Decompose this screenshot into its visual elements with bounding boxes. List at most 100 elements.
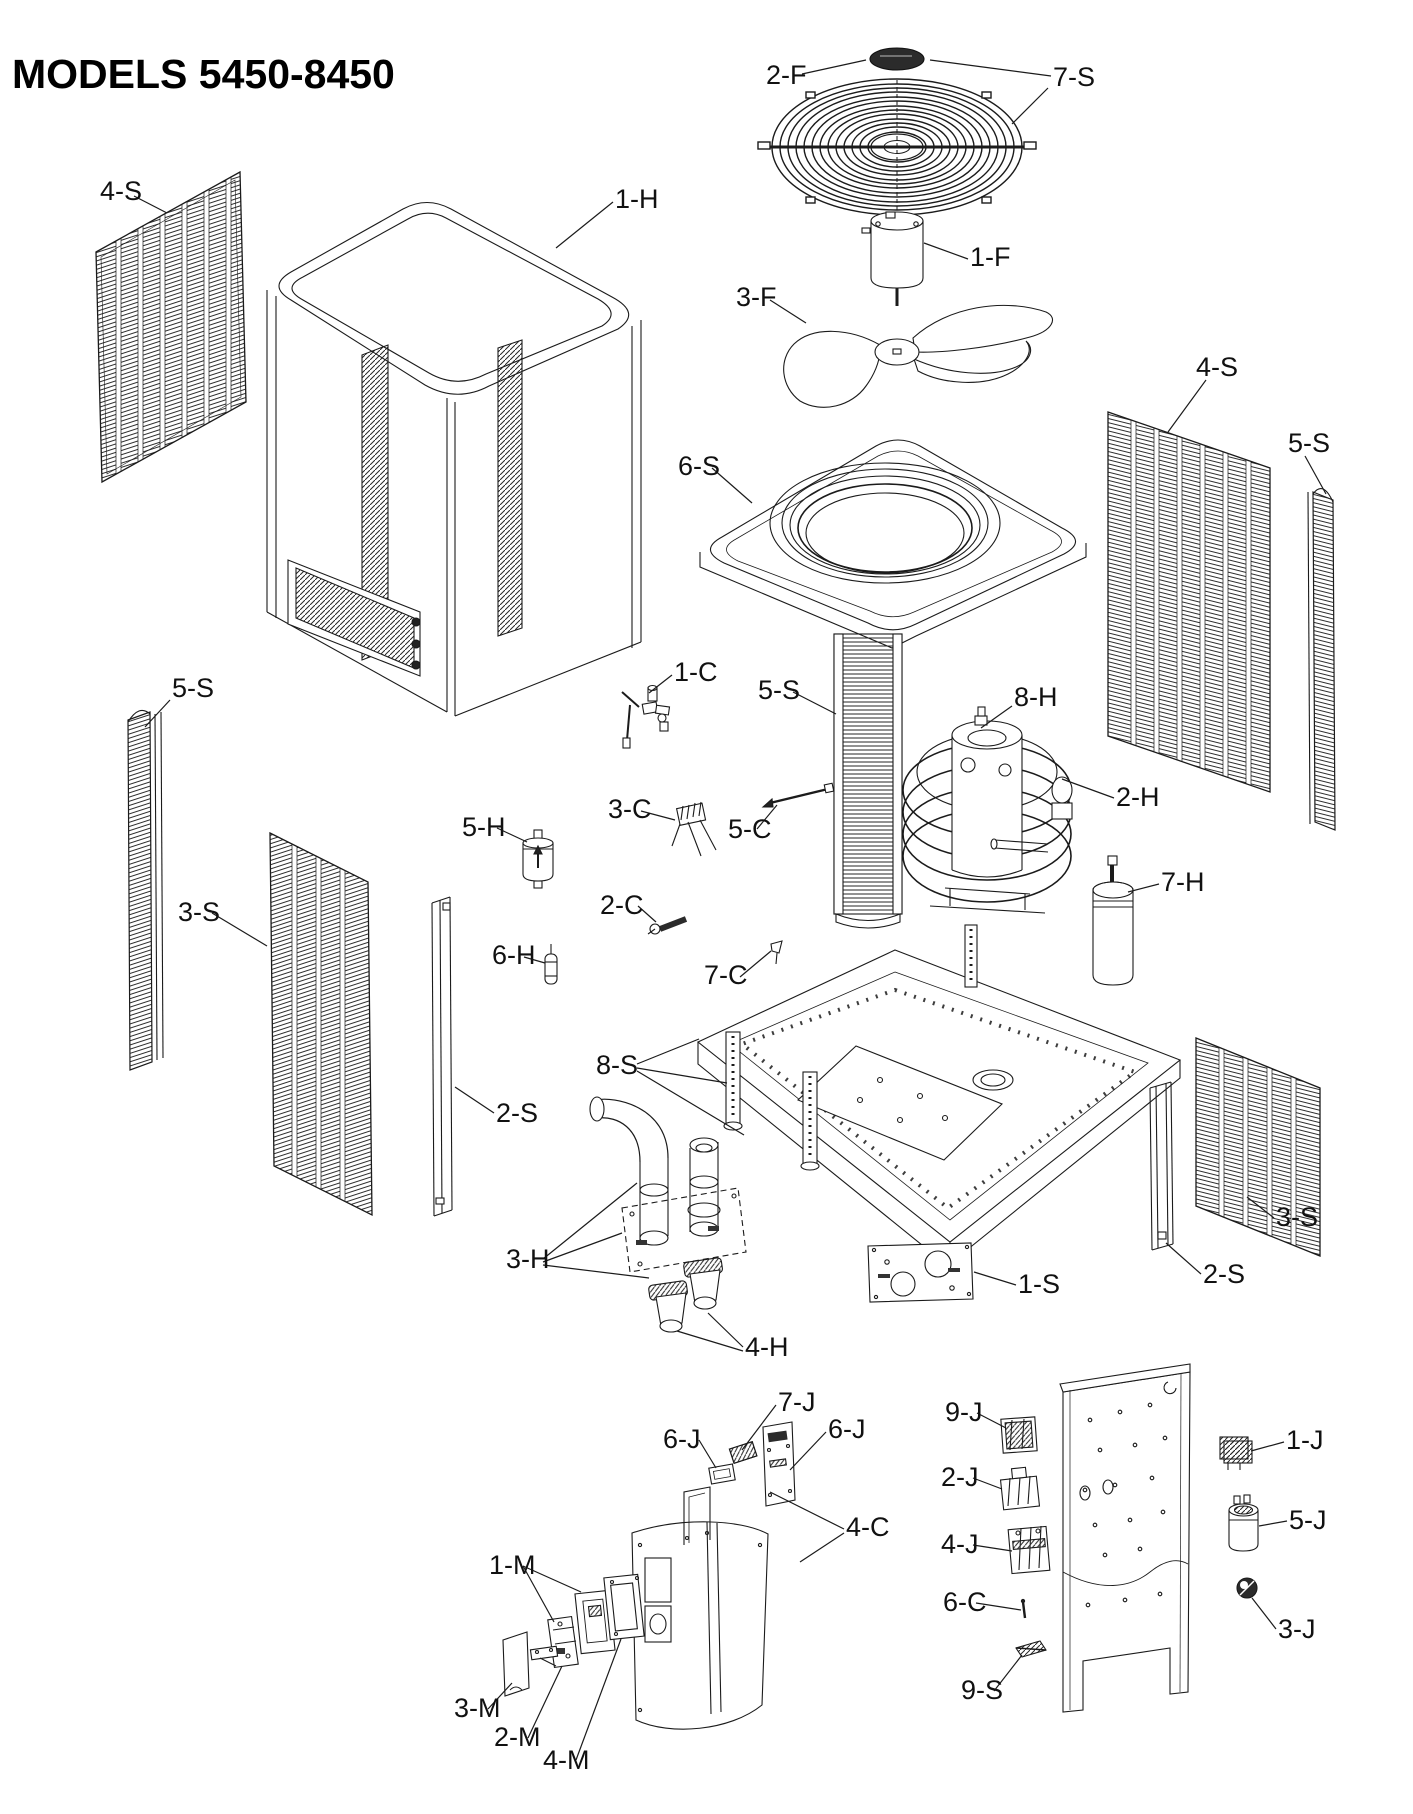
- part-label-5-J: 5-J: [1289, 1505, 1327, 1535]
- leader-line-3-S-left: [211, 912, 268, 947]
- manifold-3H: [589, 1096, 747, 1273]
- leader-line-5-S-mid: [792, 691, 837, 715]
- leader-line-5-S-far-right: [1304, 455, 1327, 495]
- grommet-3J: [1236, 1577, 1258, 1599]
- union-fittings-4H: [648, 1257, 723, 1333]
- capacitor-5J: [1228, 1494, 1259, 1552]
- part-label-2-J: 2-J: [941, 1462, 979, 1492]
- leader-line-1-J: [1250, 1441, 1285, 1452]
- panel-3M: [502, 1631, 530, 1697]
- parts-layer: [95, 47, 1336, 1730]
- relay-9J: [1000, 1416, 1038, 1454]
- leader-line-4-H: [676, 1330, 744, 1352]
- leader-line-4-C: [799, 1532, 845, 1563]
- part-label-1-S: 1-S: [1018, 1269, 1060, 1299]
- part-label-4-M: 4-M: [543, 1745, 590, 1775]
- leader-line-4-H: [707, 1312, 744, 1348]
- leader-line-1-F: [923, 242, 969, 260]
- part-label-5-C: 5-C: [728, 814, 772, 844]
- divider-strip-2S-right: [1149, 1081, 1174, 1251]
- leader-line-8-S: [636, 1038, 700, 1065]
- corner-strip-5S-right: [1307, 488, 1336, 831]
- probe-5C: [761, 782, 835, 808]
- fan-guard-badge-2F: [869, 47, 925, 71]
- part-label-3-J: 3-J: [1278, 1614, 1316, 1644]
- leader-line-7-S: [1011, 87, 1049, 125]
- louver-panel-4S-right: [1107, 411, 1271, 793]
- clip-7C: [770, 940, 783, 965]
- leader-line-3-H: [542, 1232, 623, 1263]
- part-label-2-S-right: 2-S: [1203, 1259, 1245, 1289]
- leader-line-7-C: [739, 950, 772, 978]
- heat-exchanger-2H: [902, 706, 1073, 914]
- support-rail-8S: [964, 924, 978, 988]
- leader-line-8-H: [980, 705, 1013, 729]
- part-label-3-H: 3-H: [506, 1244, 550, 1274]
- leader-line-3-F: [769, 299, 807, 324]
- leader-line-6-H: [523, 956, 546, 964]
- leader-line-3-C: [640, 810, 676, 821]
- part-label-3-S-right: 3-S: [1276, 1202, 1318, 1232]
- leader-line-2-F: [801, 59, 867, 75]
- leader-line-8-S: [636, 1070, 745, 1136]
- part-label-5-H: 5-H: [462, 812, 506, 842]
- leader-line-5-C: [756, 804, 778, 830]
- cabinet-shell-1H: [266, 201, 642, 717]
- pin-6C: [1020, 1598, 1027, 1619]
- part-label-6-C: 6-C: [943, 1587, 987, 1617]
- leader-line-2-S-right: [1165, 1242, 1202, 1275]
- part-label-3-S-left: 3-S: [178, 897, 220, 927]
- part-label-7-S: 7-S: [1053, 62, 1095, 92]
- leader-line-2-M: [527, 1665, 563, 1739]
- leader-line-2-S-left: [454, 1086, 495, 1114]
- corner-strip-5S-left: [127, 709, 164, 1071]
- leader-line-5-J: [1258, 1520, 1288, 1527]
- gasket-4M: [603, 1573, 645, 1641]
- label-plate-6J: [708, 1463, 736, 1485]
- part-label-8-H: 8-H: [1014, 682, 1058, 712]
- leader-line-1-M: [522, 1565, 555, 1623]
- fan-blade-3F: [783, 304, 1053, 408]
- leader-line-2-C: [637, 905, 657, 923]
- part-label-7-H: 7-H: [1161, 867, 1205, 897]
- bracket-2M: [529, 1645, 559, 1667]
- terminal-board-1J: [1219, 1436, 1253, 1470]
- leader-line-1-M: [522, 1565, 582, 1593]
- leader-line-5-H: [496, 827, 528, 843]
- leader-line-7-S: [929, 59, 1052, 77]
- leader-line-9-J: [976, 1412, 1007, 1429]
- leader-line-3-M: [487, 1682, 513, 1710]
- part-label-5-S-left: 5-S: [172, 673, 214, 703]
- leader-line-7-H: [1127, 883, 1160, 893]
- leader-line-5-S-left: [144, 699, 171, 728]
- valve-1C: [621, 684, 671, 749]
- part-label-3-F: 3-F: [736, 282, 777, 312]
- part-label-1-J: 1-J: [1286, 1425, 1324, 1455]
- part-label-9-S: 9-S: [961, 1675, 1003, 1705]
- part-label-5-S-far-right: 5-S: [1288, 428, 1330, 458]
- top-pan-6S: [699, 439, 1087, 649]
- electrical-mounting-panel: [1059, 1363, 1191, 1713]
- part-label-2-M: 2-M: [494, 1722, 541, 1752]
- cover-bracket: [683, 1486, 711, 1545]
- leader-line-1-S: [973, 1271, 1017, 1286]
- leader-line-6-C: [975, 1602, 1022, 1611]
- transformer-2J: [999, 1466, 1041, 1511]
- part-label-4-J: 4-J: [941, 1529, 979, 1559]
- leader-line-6-S: [711, 467, 753, 504]
- part-label-9-J: 9-J: [945, 1397, 983, 1427]
- leader-line-3-H: [542, 1182, 638, 1260]
- leader-line-3-J: [1251, 1597, 1277, 1630]
- leader-line-6-J-right: [789, 1431, 827, 1471]
- part-label-6-S: 6-S: [678, 451, 720, 481]
- part-label-5-S-mid: 5-S: [758, 675, 800, 705]
- louver-panel-4S-left: [95, 170, 247, 484]
- part-label-3-M: 3-M: [454, 1693, 501, 1723]
- leader-line-4-S-left: [133, 195, 168, 214]
- part-label-6-H: 6-H: [492, 940, 536, 970]
- leader-line-1-H: [555, 201, 614, 249]
- leader-line-3-H: [542, 1264, 650, 1279]
- part-label-1-C: 1-C: [674, 657, 718, 687]
